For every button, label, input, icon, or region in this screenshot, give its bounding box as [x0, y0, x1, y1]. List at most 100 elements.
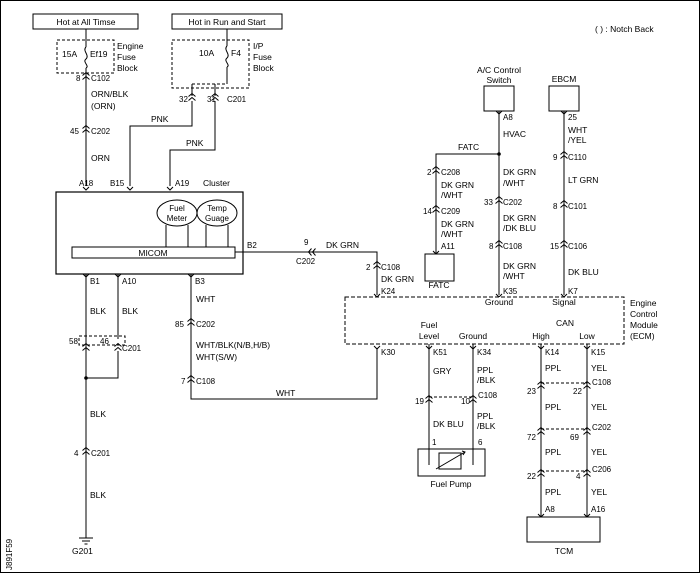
ebcm-label: EBCM — [552, 74, 577, 84]
wire-dkgrn-dkblu-1: DK GRN — [503, 213, 536, 223]
connector-c202-b3: C202 — [196, 320, 216, 329]
wire-dkgrn-wht-b1: DK GRN — [441, 219, 474, 229]
connector-c108-b2: C108 — [381, 263, 401, 272]
wire-wht-yel-1: WHT — [568, 125, 587, 135]
wire-dkgrn-wht-c1: DK GRN — [503, 167, 536, 177]
wire-pnk-2: PNK — [186, 138, 204, 148]
ac-switch-label-1: A/C Control — [477, 65, 521, 75]
pin-a10: A10 — [122, 277, 137, 286]
pin-8-c108: 8 — [489, 242, 494, 251]
wire-wht-yel-2: /YEL — [568, 135, 587, 145]
wire-dkgrn-dkblu-2: /DK BLU — [503, 223, 536, 233]
pin-14: 14 — [423, 207, 432, 216]
ecm-box — [344, 296, 625, 345]
connector-c106: C106 — [568, 242, 588, 251]
ecm-label-3: Module — [630, 320, 658, 330]
ac-switch-label-2: Switch — [486, 75, 511, 85]
wire-yel-4: YEL — [591, 487, 607, 497]
wire-yel-1: YEL — [591, 363, 607, 373]
pin-19: 19 — [415, 397, 424, 406]
fuse-symbol-icon — [84, 46, 88, 69]
ac-control-switch-box — [483, 85, 515, 112]
ip-fuse-label-1: I/P — [253, 41, 264, 51]
pin-22-c108: 22 — [573, 387, 582, 396]
connector-c202-ac: C202 — [503, 198, 523, 207]
wire-wht-k30: WHT — [276, 388, 295, 398]
ecm-signal: Signal — [552, 297, 576, 307]
pin-k14: K14 — [545, 348, 560, 357]
wire-orn-blk: ORN/BLK — [91, 89, 129, 99]
ground-g201-label: G201 — [72, 546, 93, 556]
tcm-label: TCM — [555, 546, 573, 556]
fatc-label: FATC — [428, 280, 449, 290]
wire-ppl-blk-2: /BLK — [477, 375, 496, 385]
pin-45: 45 — [70, 127, 79, 136]
pin-32: 32 — [179, 95, 188, 104]
pin-8: 8 — [76, 74, 81, 83]
connector-c201-gnd: C201 — [122, 344, 142, 353]
ecm-fuel-level-2: Level — [419, 331, 439, 341]
fatc-box — [424, 253, 455, 282]
pin-22-c206: 22 — [527, 472, 536, 481]
pin-31: 31 — [207, 95, 216, 104]
wire-gry: GRY — [433, 366, 452, 376]
pin-k30: K30 — [381, 348, 396, 357]
wire-orn: ORN — [91, 153, 110, 163]
pin-46: 46 — [100, 337, 109, 346]
fuel-meter-label-2: Meter — [167, 214, 188, 223]
wire-ppl-4: PPL — [545, 487, 561, 497]
ebcm-box — [548, 85, 580, 112]
engine-fuse-label-2: Fuse — [117, 52, 136, 62]
side-code: J891F59 — [5, 538, 14, 570]
pin-b1: B1 — [90, 277, 100, 286]
temp-gauge — [196, 199, 238, 227]
wire-pnk-1: PNK — [151, 114, 169, 124]
hot-in-run-label: Hot in Run and Start — [188, 17, 266, 27]
connector-c202-top: C202 — [91, 127, 111, 136]
pin-k35: K35 — [503, 287, 518, 296]
tcm-box — [526, 516, 601, 543]
cluster-box — [55, 191, 244, 275]
pin-k34: K34 — [477, 348, 492, 357]
pin-33: 33 — [484, 198, 493, 207]
pin-2-c208: 2 — [427, 168, 432, 177]
pin-9: 9 — [304, 238, 309, 247]
fuel-pump-label: Fuel Pump — [430, 479, 471, 489]
cluster-title: Cluster — [203, 178, 230, 188]
wire-dkgrn-wht-a1: DK GRN — [441, 180, 474, 190]
wire-ppl-blk-3: PPL — [477, 411, 493, 421]
wire-ppl-blk-1: PPL — [477, 365, 493, 375]
wire-hvac: HVAC — [503, 129, 526, 139]
connector-c202-can: C202 — [592, 423, 612, 432]
wire-fatc: FATC — [458, 142, 479, 152]
wire-wht-sw: WHT(S/W) — [196, 352, 237, 362]
connector-c108-ac: C108 — [503, 242, 523, 251]
connector-c201-top: C201 — [227, 95, 247, 104]
wire-ppl-2: PPL — [545, 402, 561, 412]
wire-lt-grn: LT GRN — [568, 175, 598, 185]
pin-k7: K7 — [568, 287, 578, 296]
pin-85: 85 — [175, 320, 184, 329]
pin-6: 6 — [478, 438, 483, 447]
ecm-ground-top: Ground — [485, 297, 514, 307]
pin-a11: A11 — [441, 242, 455, 251]
wire-dk-blu-ebcm: DK BLU — [568, 267, 599, 277]
engine-fuse-label-1: Engine — [117, 41, 144, 51]
wire-blk-a10: BLK — [122, 306, 138, 316]
ecm-label-2: Control — [630, 309, 658, 319]
connector-c101: C101 — [568, 202, 588, 211]
ip-fuse-label-2: Fuse — [253, 52, 272, 62]
pin-b15: B15 — [110, 179, 125, 188]
connector-c206: C206 — [592, 465, 612, 474]
ecm-label-4: (ECM) — [630, 331, 655, 341]
pin-a8: A8 — [503, 113, 513, 122]
connector-c108-b3: C108 — [196, 377, 216, 386]
pin-a18: A18 — [79, 179, 94, 188]
wire-dkgrn-wht-d1: DK GRN — [503, 261, 536, 271]
fuse-ef19-name: Ef19 — [90, 49, 108, 59]
connector-c102: C102 — [91, 74, 111, 83]
fuse-f4-amp: 10A — [199, 48, 214, 58]
temp-gauge-label-1: Temp — [207, 204, 227, 213]
micom-label: MICOM — [138, 248, 167, 258]
